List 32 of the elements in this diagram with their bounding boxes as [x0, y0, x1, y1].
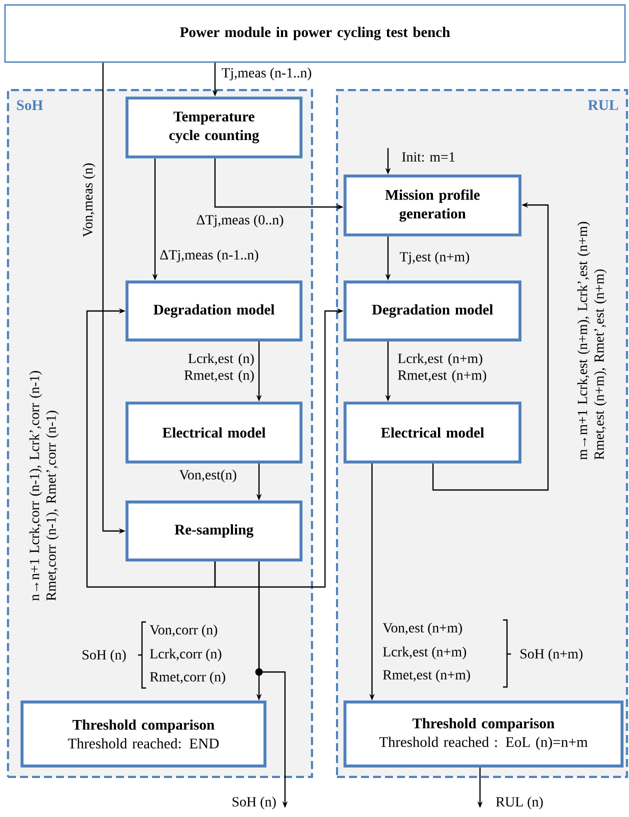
edge-label: Init: m=1 — [402, 152, 455, 162]
process-box: Degradation model — [344, 280, 522, 342]
signal-label: SoH (n+m) — [520, 648, 582, 662]
edge-label: ΔTj,meas (n-1..n) — [160, 250, 258, 262]
edge-label: Lcrk,est (n) Rmet,est (n) — [184, 353, 254, 383]
process-box: Power module in power cycling test bench — [4, 4, 626, 63]
signal-label: Lcrk,corr (n) — [150, 648, 222, 662]
edge-label: RUL (n) — [496, 796, 543, 810]
edge-label: ΔTj,meas (0..n) — [196, 214, 284, 228]
edge-label: n→n+1 Lcrk,corr (n-1), Lcrk’,corr (n-1) Rmet,corr (n-1), Rmet’,corr (n-1) — [29, 371, 59, 601]
process-box: Mission profile generation — [344, 174, 522, 236]
process-box: Electrical model — [126, 402, 302, 464]
process-box: Degradation model — [126, 280, 302, 342]
signal-label: Lcrk,est (n+m) — [383, 646, 466, 660]
signal-label: Rmet,corr (n) — [150, 672, 226, 684]
edge-label: Von,est(n) — [179, 470, 236, 482]
signal-label: SoH (n) — [82, 650, 126, 662]
process-box: Re-sampling — [126, 500, 302, 562]
edge-label: Lcrk,est (n+m) Rmet,est (n+m) — [398, 353, 486, 383]
edge-label: SoH (n) — [232, 796, 276, 810]
arrow — [86, 308, 216, 588]
edge-label: Von,meas (n) — [82, 163, 96, 238]
signal-label: Rmet,est (n+m) — [383, 670, 470, 682]
edge-label: Tj,est (n+m) — [400, 252, 470, 264]
signal-label: Von,corr (n) — [150, 624, 218, 638]
edge-label: Tj,meas (n-1..n) — [222, 68, 312, 80]
process-box: Temperature cycle counting — [126, 96, 302, 158]
signal-label: Von,est (n+m) — [382, 622, 462, 636]
edge-label: m→m+1 Lcrk,est (n+m), Lcrk’,est (n+m) Rmet,est (n+m), Rmet’,est (n+m) — [577, 222, 607, 460]
process-box: Threshold comparison Threshold reached : EoL (n)=n+m — [344, 700, 624, 768]
process-box: Electrical model — [344, 402, 522, 464]
process-box: Threshold comparison Threshold reached: END — [20, 700, 266, 768]
